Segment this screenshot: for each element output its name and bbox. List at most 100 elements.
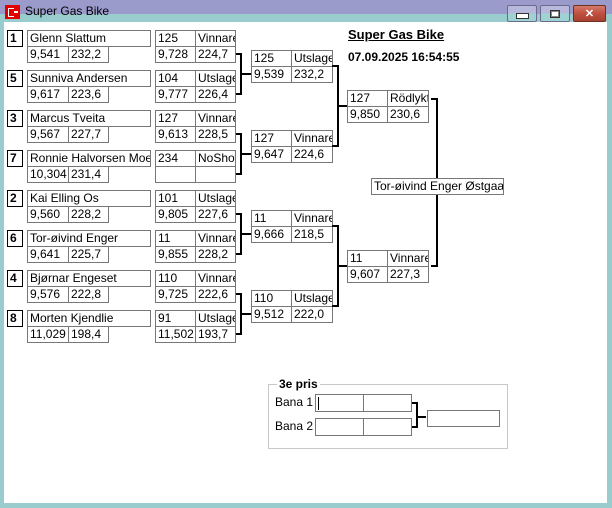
bike-number-field[interactable]: 110 [251,290,292,307]
qualifying-speed-field[interactable]: 223,6 [68,86,109,103]
speed-field[interactable]: 226,4 [195,86,236,103]
result-field[interactable]: Utslagen [291,290,333,307]
bike-number-field[interactable]: 11 [347,250,388,267]
seed-badge[interactable]: 6 [7,230,23,247]
rider-name-field[interactable]: Tor-øivind Enger [27,230,151,247]
speed-field[interactable]: 193,7 [195,326,236,343]
speed-field[interactable]: 227,3 [387,266,429,283]
qualifying-speed-field[interactable]: 225,7 [68,246,109,263]
qualifying-speed-field[interactable]: 227,7 [68,126,109,143]
time-field[interactable]: 9,850 [347,106,388,123]
rider-name-field[interactable]: Glenn Slattum [27,30,151,47]
speed-field[interactable]: 218,5 [291,226,333,243]
result-field[interactable]: Vinnare [195,230,236,247]
lane-1-result-field[interactable] [363,394,412,412]
result-field[interactable]: Rödlykta [387,90,429,107]
rider-name-field[interactable]: Marcus Tveita [27,110,151,127]
speed-field[interactable]: 224,6 [291,146,333,163]
bike-number-field[interactable]: 125 [251,50,292,67]
bike-number-field[interactable]: 127 [251,130,292,147]
seed-badge[interactable]: 1 [7,30,23,47]
time-field[interactable]: 11,502 [155,326,196,343]
time-field[interactable]: 9,805 [155,206,196,223]
time-field[interactable]: 9,666 [251,226,292,243]
time-field[interactable]: 9,539 [251,66,292,83]
result-field[interactable]: Vinnare [291,130,333,147]
bike-number-field[interactable]: 11 [251,210,292,227]
seed-badge[interactable]: 5 [7,70,23,87]
seed-badge[interactable]: 3 [7,110,23,127]
bike-number-field[interactable]: 125 [155,30,196,47]
qualifying-time-field[interactable]: 9,641 [27,246,69,263]
speed-field[interactable]: 222,6 [195,286,236,303]
speed-field[interactable]: 230,6 [387,106,429,123]
qualifying-time-field[interactable]: 9,560 [27,206,69,223]
result-field[interactable]: Utslagen [195,310,236,327]
close-button[interactable]: ✕ [573,5,606,22]
speed-field[interactable]: 222,0 [291,306,333,323]
time-field[interactable]: 9,512 [251,306,292,323]
qualifying-time-field[interactable]: 9,617 [27,86,69,103]
lane-2-number-field[interactable] [315,418,364,436]
speed-field[interactable]: 232,2 [291,66,333,83]
bike-number-field[interactable]: 127 [347,90,388,107]
qualifying-speed-field[interactable]: 198,4 [68,326,109,343]
rider-name-field[interactable]: Bjørnar Engeset [27,270,151,287]
qualifying-speed-field[interactable]: 222,8 [68,286,109,303]
time-field[interactable] [155,166,196,183]
result-field[interactable]: Utslagen [195,70,236,87]
lane-1-number-field[interactable] [315,394,364,412]
app-logo-icon[interactable] [5,5,20,19]
result-field[interactable]: Utslagen [195,190,236,207]
time-field[interactable]: 9,607 [347,266,388,283]
rider-name-field[interactable]: Morten Kjendlie [27,310,151,327]
bike-number-field[interactable]: 234 [155,150,196,167]
bike-number-field[interactable]: 91 [155,310,196,327]
bike-number-field[interactable]: 101 [155,190,196,207]
qualifying-speed-field[interactable]: 232,2 [68,46,109,63]
bike-number-field[interactable]: 104 [155,70,196,87]
result-field[interactable]: Vinnare [387,250,429,267]
speed-field[interactable] [195,166,236,183]
result-field[interactable]: NoShow [195,150,236,167]
qualifying-time-field[interactable]: 9,567 [27,126,69,143]
time-field[interactable]: 9,647 [251,146,292,163]
maximize-button[interactable] [540,5,570,22]
speed-field[interactable]: 224,7 [195,46,236,63]
time-field[interactable]: 9,613 [155,126,196,143]
bike-number-field[interactable]: 11 [155,230,196,247]
seed-badge[interactable]: 2 [7,190,23,207]
result-field[interactable]: Vinnare [195,30,236,47]
qualifying-time-field[interactable]: 9,541 [27,46,69,63]
time-field[interactable]: 9,725 [155,286,196,303]
bike-number-field[interactable]: 127 [155,110,196,127]
seed-badge[interactable]: 4 [7,270,23,287]
third-place-winner-field[interactable] [427,410,500,427]
bike-number-field[interactable]: 110 [155,270,196,287]
result-field[interactable]: Vinnare [195,110,236,127]
qualifying-speed-field[interactable]: 228,2 [68,206,109,223]
result-field[interactable]: Vinnare [291,210,333,227]
rider-name-field[interactable]: Kai Elling Os [27,190,151,207]
qualifying-time-field[interactable]: 10,304 [27,166,69,183]
time-field[interactable]: 9,777 [155,86,196,103]
final-winner-field[interactable]: Tor-øivind Enger Østgaard [371,178,504,195]
time-field[interactable]: 9,855 [155,246,196,263]
seed-badge[interactable]: 8 [7,310,23,327]
qualifying-time-field[interactable]: 11,029 [27,326,69,343]
speed-field[interactable]: 227,6 [195,206,236,223]
lane-2-result-field[interactable] [363,418,412,436]
qualifying-time-field[interactable]: 9,576 [27,286,69,303]
qualifying-speed-field[interactable]: 231,4 [68,166,109,183]
seed-badge[interactable]: 7 [7,150,23,167]
time-field[interactable]: 9,728 [155,46,196,63]
minimize-button[interactable] [507,5,537,22]
title-bar[interactable]: Super Gas Bike ✕ [0,0,612,22]
speed-field[interactable]: 228,2 [195,246,236,263]
text-cursor [318,397,319,410]
speed-field[interactable]: 228,5 [195,126,236,143]
rider-name-field[interactable]: Sunniva Andersen [27,70,151,87]
rider-name-field[interactable]: Ronnie Halvorsen Moe [27,150,151,167]
result-field[interactable]: Vinnare [195,270,236,287]
result-field[interactable]: Utslagen [291,50,333,67]
